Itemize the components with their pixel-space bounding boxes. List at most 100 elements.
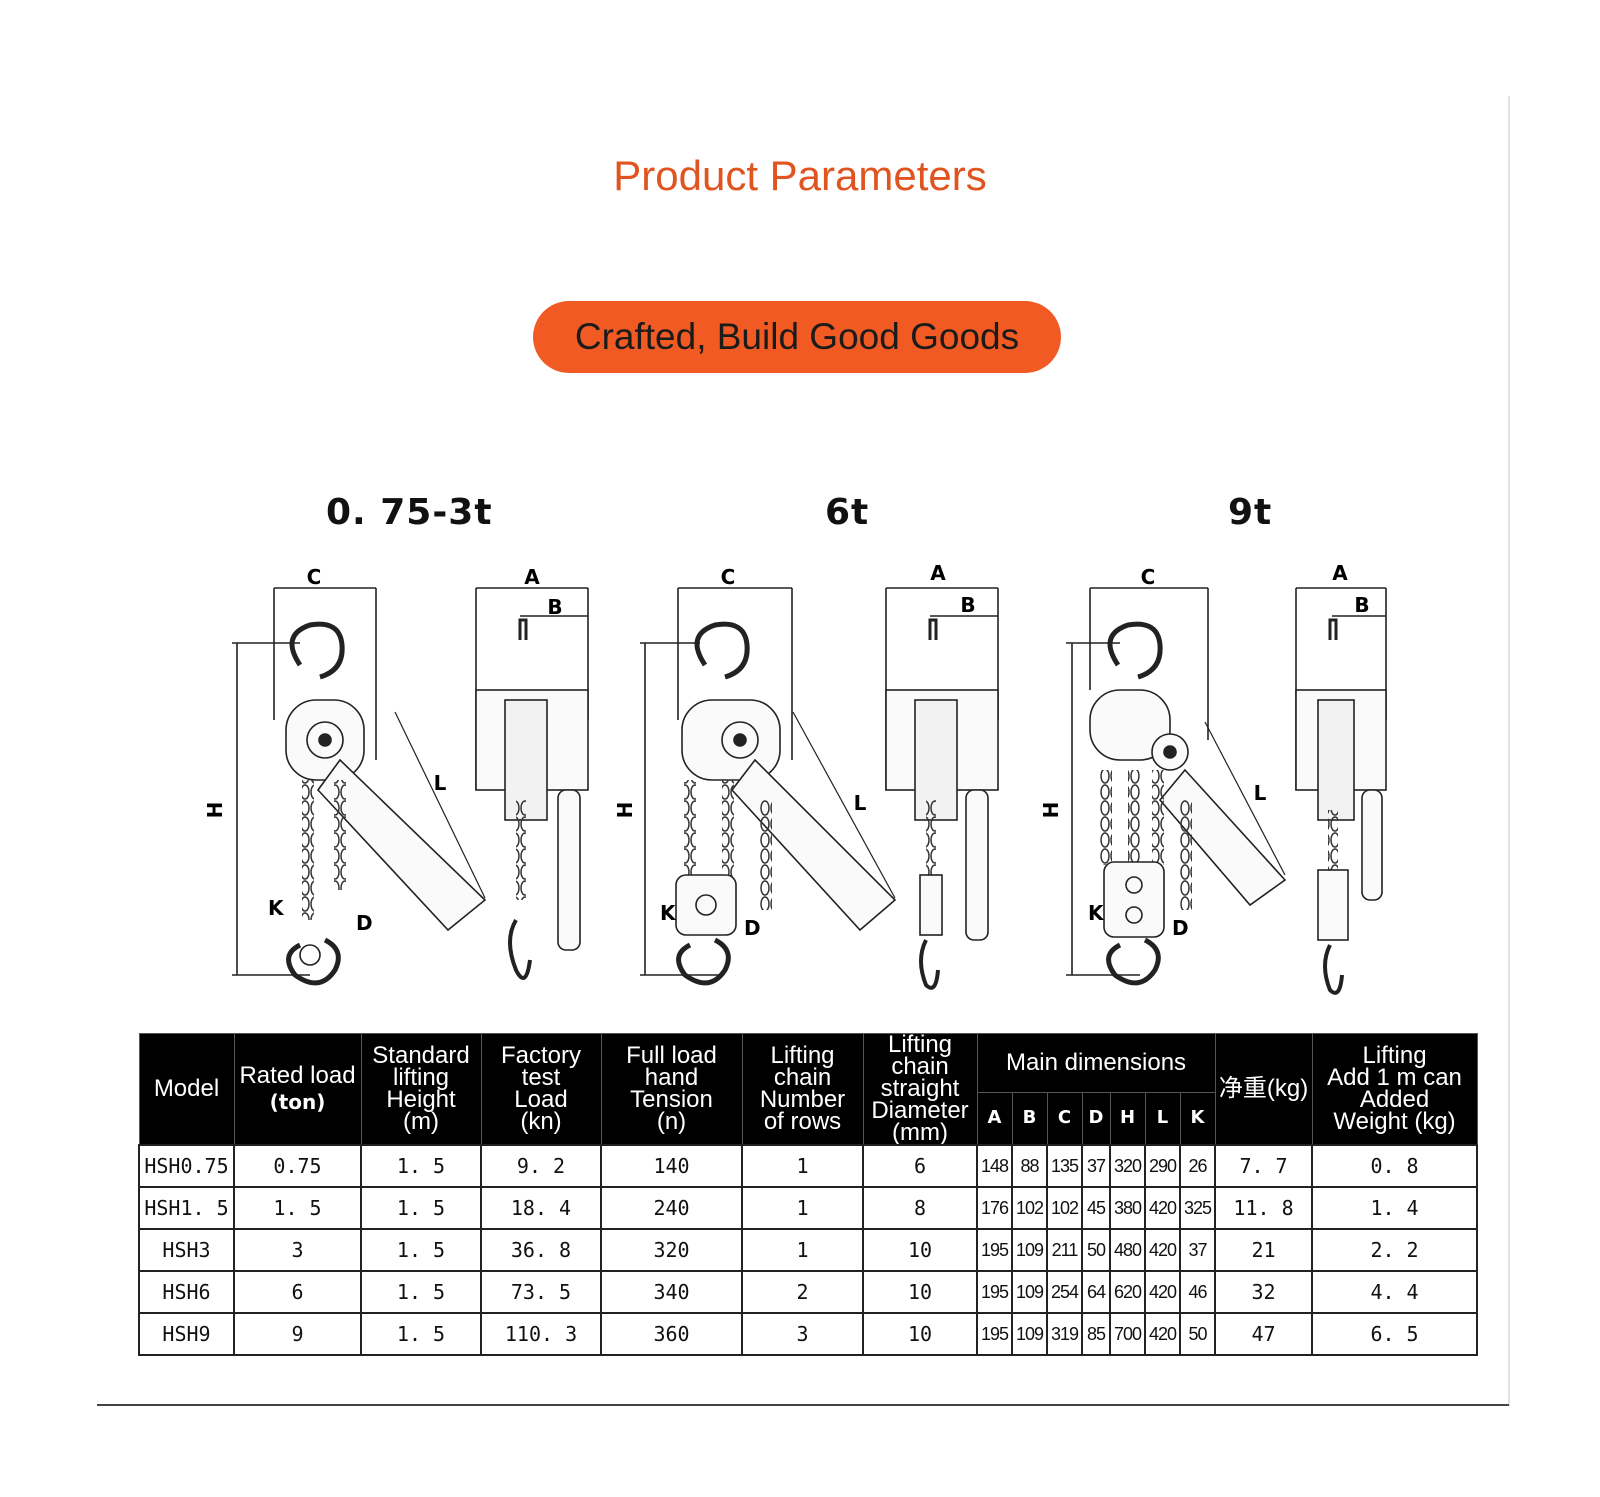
slogan-banner: Crafted, Build Good Goods	[533, 301, 1061, 373]
cell-diameter: 10	[862, 1228, 978, 1272]
col-dim-h: H	[1109, 1091, 1146, 1146]
cell-test-load: 9. 2	[480, 1144, 602, 1188]
cell-dim-c: 319	[1046, 1312, 1083, 1356]
table-header-row: Model Rated load (ton) Standard lifting …	[138, 1033, 1478, 1146]
hoist-drawings: C H L K D A B C H L	[203, 561, 1387, 995]
cell-model: HSH0.75	[138, 1144, 235, 1188]
table-row: HSH1. 5 1. 5 1. 5 18. 4 240 1 8 176 102 …	[138, 1186, 1479, 1230]
cell-height: 1. 5	[360, 1144, 482, 1188]
bottom-divider	[97, 1404, 1509, 1406]
cell-net-weight: 32	[1214, 1270, 1314, 1314]
col-model: Model	[138, 1033, 235, 1146]
cell-tension: 240	[600, 1186, 743, 1230]
cell-rated-load: 6	[233, 1270, 362, 1314]
col-added-weight: Lifting Add 1 m can Added Weight (kg)	[1311, 1033, 1478, 1146]
cell-dim-b: 109	[1011, 1270, 1048, 1314]
cell-added-weight: 4. 4	[1311, 1270, 1479, 1314]
cell-dim-a: 195	[976, 1312, 1013, 1356]
cell-rows: 1	[741, 1144, 864, 1188]
cell-rated-load: 1. 5	[233, 1186, 362, 1230]
spec-table: Model Rated load (ton) Standard lifting …	[138, 1033, 1479, 1356]
hoist-side-view-small	[475, 587, 589, 980]
cell-added-weight: 0. 8	[1311, 1144, 1479, 1188]
cell-rated-load: 9	[233, 1312, 362, 1356]
cell-rows: 2	[741, 1270, 864, 1314]
cell-dim-k: 46	[1178, 1270, 1217, 1314]
cell-model: HSH1. 5	[138, 1186, 235, 1230]
dim-letter-b-3: B	[1354, 593, 1369, 617]
col-dim-d: D	[1081, 1091, 1111, 1146]
col-dim-c: C	[1046, 1091, 1083, 1146]
cell-diameter: 10	[862, 1312, 978, 1356]
cell-net-weight: 47	[1214, 1312, 1314, 1356]
hoist-side-view-6t	[885, 587, 999, 990]
cell-tension: 140	[600, 1144, 743, 1188]
dim-letter-l-2: L	[854, 791, 867, 815]
cell-added-weight: 6. 5	[1311, 1312, 1479, 1356]
cell-dim-d: 37	[1081, 1144, 1111, 1188]
cell-test-load: 18. 4	[480, 1186, 602, 1230]
cell-added-weight: 1. 4	[1311, 1186, 1479, 1230]
dim-letter-a-2: A	[930, 561, 946, 585]
col-main-dimensions: Main dimensions	[976, 1033, 1216, 1093]
col-rated-load: Rated load (ton)	[233, 1033, 362, 1146]
cell-dim-k: 26	[1178, 1144, 1217, 1188]
cell-test-load: 36. 8	[480, 1228, 602, 1272]
cell-dim-d: 45	[1081, 1186, 1111, 1230]
cell-dim-c: 254	[1046, 1270, 1083, 1314]
cell-dim-a: 195	[976, 1270, 1013, 1314]
cell-dim-l: 420	[1144, 1228, 1181, 1272]
col-dim-b: B	[1011, 1091, 1048, 1146]
cell-dim-l: 290	[1144, 1144, 1181, 1188]
cell-rows: 1	[741, 1186, 864, 1230]
page-title: Product Parameters	[613, 152, 987, 199]
hoist-front-view-9t	[1066, 587, 1287, 986]
cell-rows: 3	[741, 1312, 864, 1356]
cell-dim-a: 195	[976, 1228, 1013, 1272]
dim-letter-l-1: L	[434, 771, 447, 795]
cell-tension: 360	[600, 1312, 743, 1356]
cell-added-weight: 2. 2	[1311, 1228, 1479, 1272]
cell-tension: 320	[600, 1228, 743, 1272]
dim-letter-c-2: C	[721, 565, 736, 589]
cell-dim-l: 420	[1144, 1270, 1181, 1314]
cell-dim-h: 320	[1109, 1144, 1146, 1188]
cell-rows: 1	[741, 1228, 864, 1272]
table-row: HSH0.75 0.75 1. 5 9. 2 140 1 6 148 88 13…	[138, 1144, 1479, 1188]
cell-model: HSH3	[138, 1228, 235, 1272]
dim-letter-d-1: D	[356, 911, 373, 935]
table-subheader-row: A B C D H L K	[139, 1091, 1477, 1146]
dim-letter-h-3: H	[1039, 802, 1063, 819]
cell-dim-k: 325	[1178, 1186, 1217, 1230]
cell-dim-k: 50	[1178, 1312, 1217, 1356]
dim-letter-k-2: K	[660, 901, 677, 925]
col-net-weight: 净重(kg)	[1214, 1033, 1313, 1146]
cell-test-load: 110. 3	[480, 1312, 602, 1356]
cell-net-weight: 11. 8	[1214, 1186, 1314, 1230]
cell-net-weight: 7. 7	[1214, 1144, 1314, 1188]
cell-dim-a: 148	[976, 1144, 1013, 1188]
cell-dim-b: 88	[1011, 1144, 1048, 1188]
cell-dim-h: 620	[1109, 1270, 1146, 1314]
cell-test-load: 73. 5	[480, 1270, 602, 1314]
col-chain-diameter: Lifting chain straight Diameter (mm)	[862, 1033, 978, 1146]
dim-letter-d-3: D	[1172, 916, 1189, 940]
col-lifting-height: Standard lifting Height (m)	[360, 1033, 482, 1146]
group-label-6t: 6t	[825, 492, 870, 533]
cell-dim-d: 85	[1081, 1312, 1111, 1356]
cell-dim-c: 135	[1046, 1144, 1083, 1188]
cell-tension: 340	[600, 1270, 743, 1314]
col-hand-tension: Full load hand Tension (n)	[600, 1033, 743, 1146]
cell-height: 1. 5	[360, 1228, 482, 1272]
dim-letter-a-3: A	[1332, 561, 1348, 585]
cell-dim-c: 102	[1046, 1186, 1083, 1230]
cell-rated-load: 3	[233, 1228, 362, 1272]
cell-net-weight: 21	[1214, 1228, 1314, 1272]
col-chain-rows: Lifting chain Number of rows	[741, 1033, 864, 1146]
dim-letter-h-1: H	[203, 802, 227, 819]
table-row: HSH3 3 1. 5 36. 8 320 1 10 195 109 211 5…	[138, 1228, 1479, 1272]
cell-dim-h: 700	[1109, 1312, 1146, 1356]
dim-letter-k-1: K	[268, 896, 285, 920]
group-label-9t: 9t	[1228, 492, 1273, 533]
cell-model: HSH9	[138, 1312, 235, 1356]
